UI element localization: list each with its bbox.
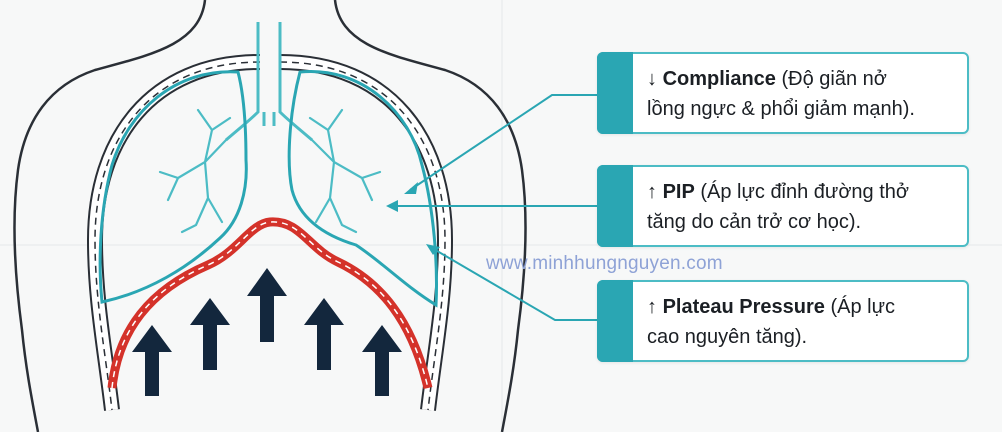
up-arrow-icon: [304, 298, 344, 370]
up-arrow-icon: [362, 325, 402, 396]
callout-description-line2: cao nguyên tăng).: [647, 326, 808, 348]
watermark-text: www.minhhungnguyen.com: [486, 253, 723, 274]
callout-accent-tab: [597, 52, 633, 134]
plateau-pointer: [431, 247, 597, 321]
up-arrow-icon: [190, 298, 230, 370]
callout-description: (Độ giãn nở: [775, 68, 887, 90]
body-outline: [13, 0, 527, 432]
callout-text: ↓ Compliance (Độ giãn nở lồng ngực & phổ…: [647, 64, 957, 124]
callout-accent-tab: [597, 280, 633, 362]
callout-description-line2: lồng ngực & phổi giảm mạnh).: [647, 98, 915, 120]
callout-term: Compliance: [662, 68, 776, 90]
plateau-pressure-callout: ↑ Plateau Pressure (Áp lực cao nguyên tă…: [597, 280, 969, 362]
bronchi: [158, 108, 382, 234]
callout-description: (Áp lực: [824, 296, 895, 318]
callout-description: (Áp lực đỉnh đường thở: [694, 181, 910, 203]
compliance-pointer: [409, 94, 597, 191]
callout-term: PIP: [662, 181, 695, 203]
callout-description-line2: tăng do cản trở cơ học).: [647, 211, 862, 233]
rib-cage: [86, 54, 454, 411]
down-arrow-icon: ↓: [647, 68, 657, 90]
pip-callout: ↑ PIP (Áp lực đỉnh đường thở tăng do cản…: [597, 165, 969, 247]
upward-arrows: [132, 268, 402, 396]
pointer-arrowheads: [386, 182, 440, 255]
up-arrow-icon: [132, 325, 172, 396]
up-arrow-icon: ↑: [647, 296, 657, 318]
lungs: [98, 69, 438, 308]
compliance-callout: ↓ Compliance (Độ giãn nở lồng ngực & phổ…: [597, 52, 969, 134]
pointer-lines: [392, 94, 597, 321]
up-arrow-icon: [247, 268, 287, 342]
diaphragm: [107, 217, 433, 390]
callout-accent-tab: [597, 165, 633, 247]
up-arrow-icon: ↑: [647, 181, 657, 203]
callout-text: ↑ Plateau Pressure (Áp lực cao nguyên tă…: [647, 292, 957, 352]
right-lung: [287, 69, 438, 308]
callout-term: Plateau Pressure: [662, 296, 825, 318]
left-lung: [98, 70, 248, 304]
callout-text: ↑ PIP (Áp lực đỉnh đường thở tăng do cản…: [647, 177, 957, 237]
